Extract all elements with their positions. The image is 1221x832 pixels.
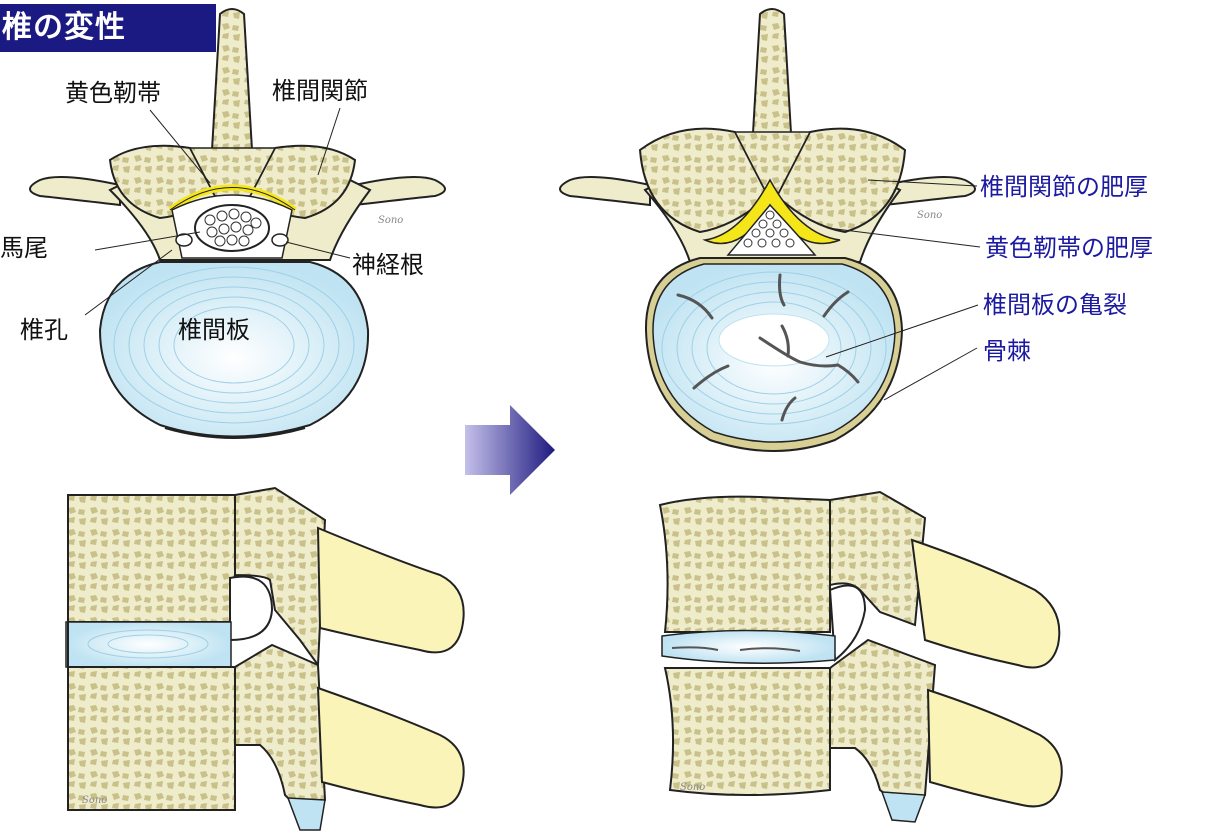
spinous-process <box>212 9 252 150</box>
label-disc-fissure: 椎間板の亀裂 <box>983 290 1127 320</box>
label-nerve-root: 神経根 <box>352 250 424 280</box>
upper-spinous-process <box>318 528 464 652</box>
degenerated-vertebra-axial <box>560 9 975 451</box>
left-transverse-process <box>30 177 120 205</box>
diagram-title: 椎の変性 <box>0 4 216 52</box>
label-ligamentum-flavum: 黄色靭帯 <box>65 78 161 108</box>
left-transverse-process-degen <box>560 177 650 205</box>
intervertebral-foramen <box>230 577 272 640</box>
right-nerve-root <box>272 234 288 246</box>
label-foramen: 椎孔 <box>20 315 68 345</box>
lower-vertebral-body-degen <box>665 668 830 795</box>
label-facet-hypertrophy: 椎間関節の肥厚 <box>980 172 1148 202</box>
signature-top-right: Sono <box>917 210 942 221</box>
normal-spine-sagittal <box>66 488 464 830</box>
signature-bottom-left: Sono <box>82 795 107 806</box>
lower-facet-cap-degen <box>882 792 925 822</box>
lower-spinous-process <box>318 688 464 808</box>
label-cauda-equina: 馬尾 <box>0 233 48 263</box>
signature-top-left: Sono <box>378 215 403 226</box>
lower-vertebral-body <box>68 667 235 810</box>
label-disc: 椎間板 <box>178 315 250 345</box>
spinous-process-degen <box>752 9 792 150</box>
label-ligament-hypertrophy: 黄色靭帯の肥厚 <box>985 233 1153 263</box>
progression-arrow <box>465 405 555 495</box>
intervertebral-disc-axial <box>100 262 368 437</box>
label-facet-joint: 椎間関節 <box>272 76 368 106</box>
intervertebral-disc-sagittal <box>66 622 231 667</box>
degenerated-spine-sagittal <box>660 492 1062 822</box>
lower-posterior-element-degen <box>830 640 935 805</box>
label-osteophyte: 骨棘 <box>983 336 1031 366</box>
upper-spinous-process-degen <box>912 540 1059 668</box>
lower-spinous-process-degen <box>928 690 1062 806</box>
upper-vertebral-body-degen <box>660 497 830 632</box>
signature-bottom-right: Sono <box>680 782 705 793</box>
lower-facet-cap <box>288 798 325 830</box>
lower-posterior-element <box>235 645 325 810</box>
upper-vertebral-body <box>68 495 235 622</box>
